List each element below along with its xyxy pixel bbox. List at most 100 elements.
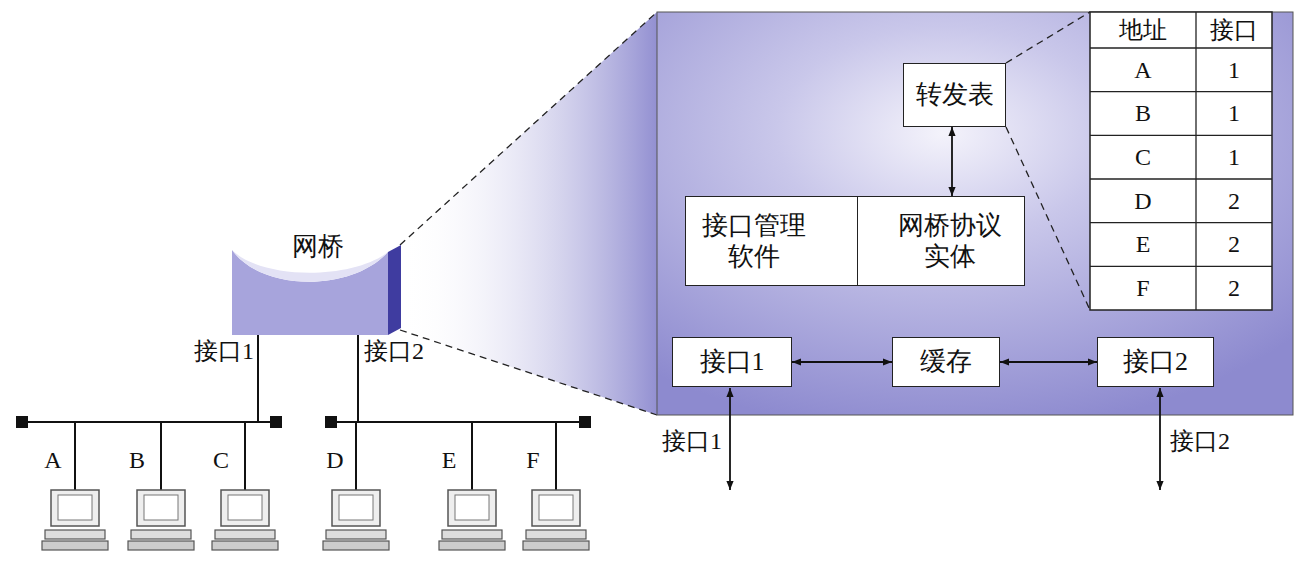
connector-arrow bbox=[1000, 361, 1097, 363]
port-arrow bbox=[1159, 388, 1161, 490]
drop-wire bbox=[160, 422, 162, 490]
host-label: D bbox=[320, 446, 350, 474]
host-label: B bbox=[122, 446, 152, 474]
terminator bbox=[579, 416, 591, 428]
bridge-panel bbox=[657, 12, 1293, 415]
case bbox=[326, 530, 386, 539]
computer-icon bbox=[212, 422, 278, 550]
table-cell: D bbox=[1093, 183, 1193, 219]
bus-line bbox=[22, 421, 276, 423]
monitor bbox=[532, 490, 580, 526]
table-cell: 1 bbox=[1184, 139, 1284, 175]
keyboard bbox=[42, 541, 108, 550]
screen bbox=[58, 495, 92, 520]
node-text: 缓存 bbox=[920, 346, 972, 377]
port-label: 接口2 bbox=[364, 336, 448, 366]
table-rule bbox=[1090, 91, 1272, 92]
connector-arrow bbox=[951, 127, 953, 196]
connector-arrow bbox=[792, 361, 892, 363]
table-cell: 接口 bbox=[1184, 12, 1284, 48]
drop-wire bbox=[244, 422, 246, 490]
protocol-box: 网桥协议 实体 bbox=[857, 196, 1025, 286]
leader-line bbox=[1006, 12, 1090, 63]
table-frame bbox=[1090, 12, 1272, 310]
bridge-label-box: 网桥 bbox=[262, 226, 374, 268]
zoom-line bbox=[400, 330, 657, 415]
node-text: 接口管理 软件 bbox=[692, 210, 816, 272]
screen bbox=[144, 495, 178, 520]
drop-wire bbox=[355, 422, 357, 490]
table-cell: 2 bbox=[1184, 183, 1284, 219]
host-label: F bbox=[518, 446, 548, 474]
software-box: 接口管理 软件 bbox=[685, 196, 859, 286]
computer-icon bbox=[42, 422, 108, 550]
monitor bbox=[51, 490, 99, 526]
node-text: 接口2 bbox=[1123, 346, 1188, 377]
table-cell: 2 bbox=[1184, 227, 1284, 263]
monitor bbox=[448, 490, 496, 526]
table-cell: C bbox=[1093, 139, 1193, 175]
table-rule bbox=[1090, 135, 1272, 136]
zoom-beam bbox=[400, 12, 657, 415]
keyboard bbox=[439, 541, 505, 550]
table-rule bbox=[1090, 222, 1272, 223]
case bbox=[215, 530, 275, 539]
keyboard bbox=[128, 541, 194, 550]
keyboard bbox=[323, 541, 389, 550]
case bbox=[526, 530, 586, 539]
screen bbox=[539, 495, 573, 520]
terminator bbox=[16, 416, 28, 428]
monitor bbox=[332, 490, 380, 526]
bridge-side bbox=[388, 245, 401, 335]
table-rule bbox=[1090, 47, 1272, 48]
drop-wire bbox=[471, 422, 473, 490]
terminator bbox=[325, 416, 337, 428]
drop-wire bbox=[74, 422, 76, 490]
table-cell: A bbox=[1093, 52, 1193, 88]
table-rule bbox=[1090, 266, 1272, 267]
monitor bbox=[137, 490, 185, 526]
host-label: C bbox=[206, 446, 236, 474]
port-label: 接口1 bbox=[636, 426, 722, 456]
port-wire bbox=[357, 335, 359, 422]
port-box: 接口1 bbox=[672, 337, 792, 387]
keyboard bbox=[212, 541, 278, 550]
drop-wire bbox=[555, 422, 557, 490]
buffer-box: 缓存 bbox=[892, 337, 1000, 387]
table-cell: 2 bbox=[1184, 270, 1284, 306]
computer-icon bbox=[128, 422, 194, 550]
terminator bbox=[270, 416, 282, 428]
table-cell: B bbox=[1093, 96, 1193, 132]
port-wire bbox=[257, 335, 259, 422]
bridge-body bbox=[232, 250, 388, 335]
node-text: 网桥协议 实体 bbox=[892, 210, 1008, 272]
table-cell: 1 bbox=[1184, 96, 1284, 132]
host-label: A bbox=[38, 446, 68, 474]
host-label: E bbox=[434, 446, 464, 474]
computer-icon bbox=[439, 422, 505, 550]
case bbox=[45, 530, 105, 539]
keyboard bbox=[523, 541, 589, 550]
port-box: 接口2 bbox=[1097, 337, 1214, 387]
port-label: 接口1 bbox=[170, 336, 254, 366]
table-cell: 地址 bbox=[1093, 12, 1193, 48]
computer-icon bbox=[523, 422, 589, 550]
case bbox=[442, 530, 502, 539]
screen bbox=[339, 495, 373, 520]
table-cell: E bbox=[1093, 227, 1193, 263]
port-label: 接口2 bbox=[1170, 426, 1256, 456]
bus-line bbox=[331, 421, 585, 423]
table-box: 转发表 bbox=[903, 63, 1006, 127]
table-cell: F bbox=[1093, 270, 1193, 306]
table-cell: 1 bbox=[1184, 52, 1284, 88]
monitor bbox=[221, 490, 269, 526]
node-text: 网桥 bbox=[292, 231, 344, 262]
computer-icon bbox=[323, 422, 389, 550]
table-rule bbox=[1090, 178, 1272, 179]
screen bbox=[228, 495, 262, 520]
node-text: 接口1 bbox=[700, 346, 765, 377]
zoom-line bbox=[400, 12, 657, 245]
